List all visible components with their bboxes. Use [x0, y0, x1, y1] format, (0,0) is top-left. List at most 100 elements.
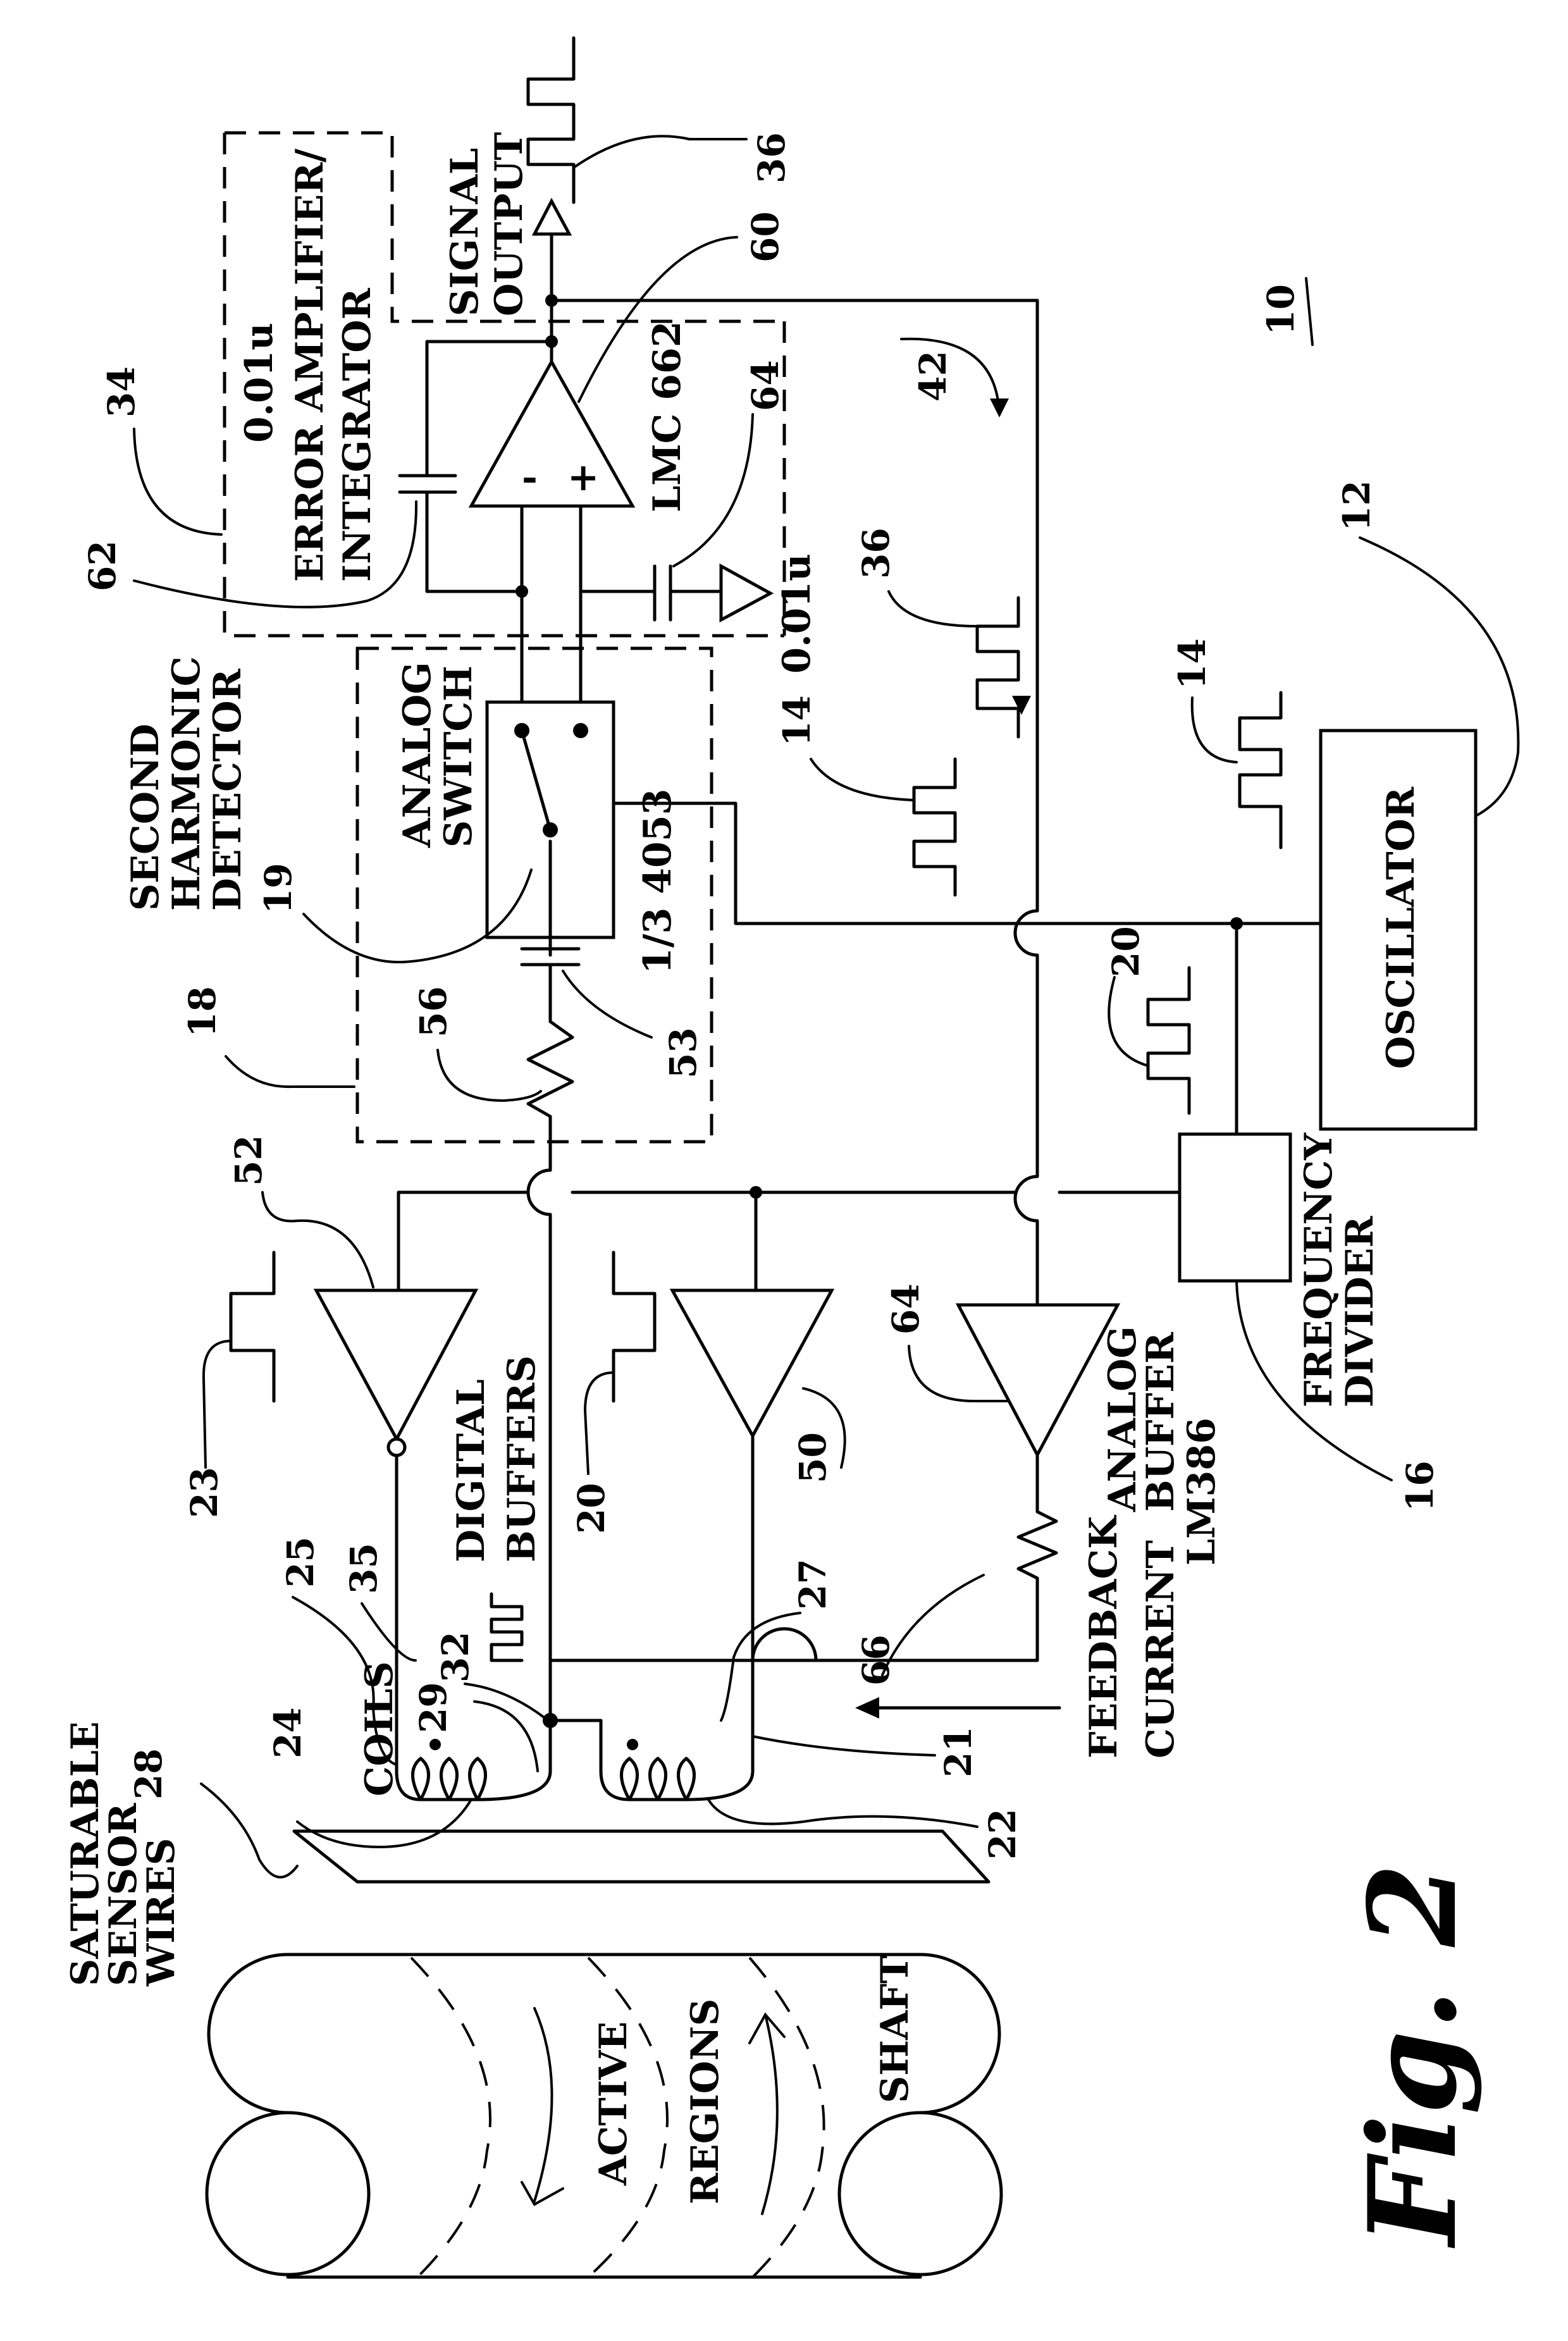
- figure-title: Fig. 2: [1342, 1863, 1483, 2249]
- signal-output-waveform: [526, 36, 576, 204]
- ref-22: 22: [981, 1808, 1024, 1860]
- digital-buffers-label-line1: DIGITAL: [449, 1379, 493, 1562]
- shaft-drawing: [205, 1953, 1003, 2279]
- analog-buffer-label-line1: ANALOG: [1101, 1326, 1145, 1512]
- figure-ref-number: 10: [1259, 284, 1302, 335]
- shaft-end-right: [837, 2111, 1003, 2276]
- ground-cap-value: 0.01u: [775, 553, 819, 674]
- oscillator-box: [1319, 729, 1478, 1131]
- coil-polarity-dot-29: [429, 1739, 441, 1750]
- analog-switch-part-number: 1/3 4053: [636, 789, 680, 974]
- sensor-wires-label-line3: WIRES: [139, 1838, 183, 1987]
- coil-polarity-dot: [627, 1739, 638, 1750]
- buffer-waveform-20: [612, 1251, 657, 1403]
- ref-14-mid: 14: [775, 695, 818, 746]
- resistor-56: [526, 1020, 574, 1172]
- ref-32: 32: [434, 1631, 477, 1683]
- analog-buffer-label-line2: BUFFER: [1139, 1331, 1183, 1512]
- saturable-sensor-wires: [292, 1829, 991, 1884]
- shaft-label: SHAFT: [873, 1955, 917, 2103]
- ref-64-buffer: 64: [884, 1283, 927, 1335]
- ref-42: 42: [911, 350, 954, 402]
- oscillator-label: OSCILLATOR: [1379, 786, 1423, 1069]
- analog-buffer-part-number: LM386: [1180, 1418, 1224, 1566]
- feedback-flow-arrow-icon: [1012, 696, 1031, 715]
- error-amplifier-block: [223, 131, 786, 638]
- ref-25: 25: [279, 1536, 322, 1588]
- active-regions-label-line2: REGIONS: [683, 1999, 727, 2204]
- shd-label-line2: HARMONIC: [164, 657, 209, 911]
- sensor-wires-label-line2: SENSOR: [101, 1802, 145, 1986]
- signal-output-label-line1: SIGNAL: [443, 148, 487, 316]
- switch-contact-arm: [520, 729, 552, 832]
- analog-buffer-64: [955, 1303, 1121, 1459]
- error-amp-label-line1: ERROR AMPLIFIER/: [288, 149, 332, 582]
- ref-28: 28: [127, 1748, 170, 1800]
- divider-waveform-20: [1146, 966, 1191, 1115]
- ref-19: 19: [257, 863, 300, 914]
- waveform-36-mid: [975, 596, 1020, 739]
- active-region-boundary-3: [748, 1956, 825, 2278]
- rotation-arrow-up-icon: [748, 2012, 786, 2044]
- opamp-plus-sign: +: [567, 455, 599, 500]
- opamp-part-number: LMC 662: [645, 321, 689, 513]
- feedback-current-label-line1: FEEDBACK: [1082, 1515, 1126, 1758]
- ref-29: 29: [412, 1682, 455, 1733]
- active-region-boundary-1: [410, 1956, 491, 2278]
- opamp-60-symbol: [468, 358, 636, 508]
- waveform-23: [229, 1251, 276, 1403]
- active-region-boundary-2: [587, 1956, 669, 2278]
- coil-24: [395, 1757, 552, 1801]
- feedback-current-label-line2: CURRENT: [1139, 1540, 1183, 1758]
- ref-14-osc: 14: [1171, 638, 1214, 689]
- frequency-divider-label-line2: DIVIDER: [1338, 1216, 1382, 1407]
- ref-20-divider: 20: [1104, 926, 1147, 977]
- ref-20-buffer: 20: [570, 1483, 613, 1534]
- ref-36-top: 36: [750, 132, 793, 183]
- ref-23: 23: [183, 1467, 226, 1518]
- ref-53: 53: [662, 1027, 705, 1078]
- ref-24: 24: [266, 1707, 309, 1758]
- opamp-minus-sign: -: [522, 455, 538, 500]
- shd-label-line1: SECOND: [123, 724, 168, 911]
- ref-35: 35: [342, 1543, 385, 1594]
- shd-label-line3: DETECTOR: [206, 668, 250, 911]
- ref-27: 27: [791, 1559, 834, 1610]
- resistor-66: [814, 1453, 1058, 1662]
- oscillator-bus-wire: [612, 801, 1286, 925]
- active-regions-label-line1: ACTIVE: [591, 2022, 636, 2186]
- shaft-end-left: [205, 2111, 371, 2276]
- ref-21: 21: [937, 1726, 980, 1777]
- inverter-bubble-icon: [386, 1437, 407, 1457]
- ref-66: 66: [855, 1634, 898, 1686]
- sensor-wires-label-line1: SATURABLE: [63, 1721, 108, 1986]
- ref-64-cap: 64: [744, 360, 787, 411]
- error-amp-label-line2: INTEGRATOR: [335, 287, 380, 582]
- waveform-35: [490, 1592, 524, 1662]
- error-amp-dashed-border-top: [225, 131, 784, 323]
- second-harmonic-detector-dashed-border: [355, 646, 713, 1144]
- oscillator-waveform-14: [1238, 691, 1283, 849]
- ref-52: 52: [227, 1135, 270, 1186]
- ref-34: 34: [100, 366, 143, 417]
- ref-12: 12: [1335, 480, 1378, 531]
- noninverting-buffer-50: [669, 1288, 835, 1440]
- coil-22: [548, 1643, 755, 1801]
- ref-56: 56: [412, 986, 455, 1037]
- frequency-divider-box: [1178, 1132, 1292, 1283]
- frequency-divider-label-line1: FREQUENCY: [1297, 1132, 1341, 1407]
- signal-output-arrow-icon: [531, 197, 572, 236]
- feedback-current-arrow-icon: [855, 1697, 879, 1719]
- analog-switch-label-line2: SWITCH: [436, 665, 481, 848]
- shaft-end-right-top: [918, 1953, 1001, 2115]
- analog-switch-label-line1: ANALOG: [395, 662, 440, 848]
- digital-buffers-label-line2: BUFFERS: [500, 1356, 544, 1562]
- inverting-buffer-52: [313, 1288, 479, 1443]
- waveform-14-mid: [912, 757, 957, 897]
- ref-36-mid: 36: [855, 528, 898, 579]
- ref-60: 60: [744, 211, 787, 263]
- coils-label: COILS: [357, 1661, 402, 1796]
- feedback-loop-wire: [550, 299, 1039, 897]
- ref-18: 18: [181, 986, 224, 1037]
